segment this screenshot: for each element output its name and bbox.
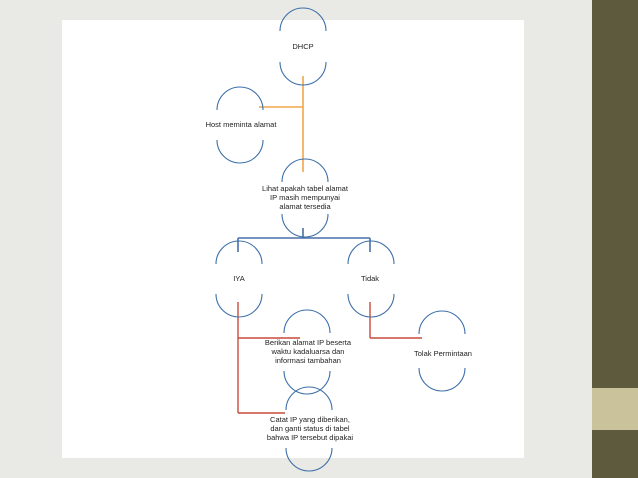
node-give-line-2: waktu kadaluarsa dan — [271, 347, 345, 356]
node-record-label: Catat IP yang diberikan, dan ganti statu… — [254, 415, 366, 442]
node-dhcp-label: DHCP — [292, 42, 314, 51]
node-no-arcs — [347, 240, 395, 318]
node-no-label: Tidak — [360, 274, 380, 283]
node-record-line-1: Catat IP yang diberikan, — [270, 415, 350, 424]
node-check-label: Lihat apakah tabel alamat IP masih mempu… — [250, 184, 360, 211]
node-give-line-3: informasi tambahan — [275, 356, 341, 365]
node-reject-arcs — [418, 310, 466, 392]
node-host-label: Host meminta alamat — [205, 120, 277, 129]
blue-connectors — [237, 228, 371, 252]
node-record-line-3: bahwa IP tersebut dipakai — [266, 433, 354, 442]
node-check-line-3: alamat tersedia — [279, 202, 331, 211]
node-give-label: Berikan alamat IP beserta waktu kadaluar… — [253, 338, 363, 365]
orange-connectors — [259, 76, 304, 172]
node-give-line-1: Berikan alamat IP beserta — [264, 338, 352, 347]
node-record-line-2: dan ganti status di tabel — [270, 424, 350, 433]
red-connectors — [237, 302, 422, 414]
sidebar-accent-block — [592, 388, 638, 430]
node-reject-label: Tolak Permintaan — [414, 349, 472, 358]
node-check-arcs — [281, 158, 329, 238]
node-give-arcs — [283, 309, 331, 395]
node-record-arcs — [285, 386, 333, 472]
node-check-line-2: IP masih mempunyai — [270, 193, 340, 202]
node-yes-arcs — [215, 240, 263, 318]
node-check-line-1: Lihat apakah tabel alamat — [262, 184, 348, 193]
node-host-arcs — [216, 86, 264, 164]
slide-content-area — [62, 20, 524, 458]
node-yes-label: IYA — [233, 274, 245, 283]
node-dhcp-arcs — [279, 7, 327, 86]
